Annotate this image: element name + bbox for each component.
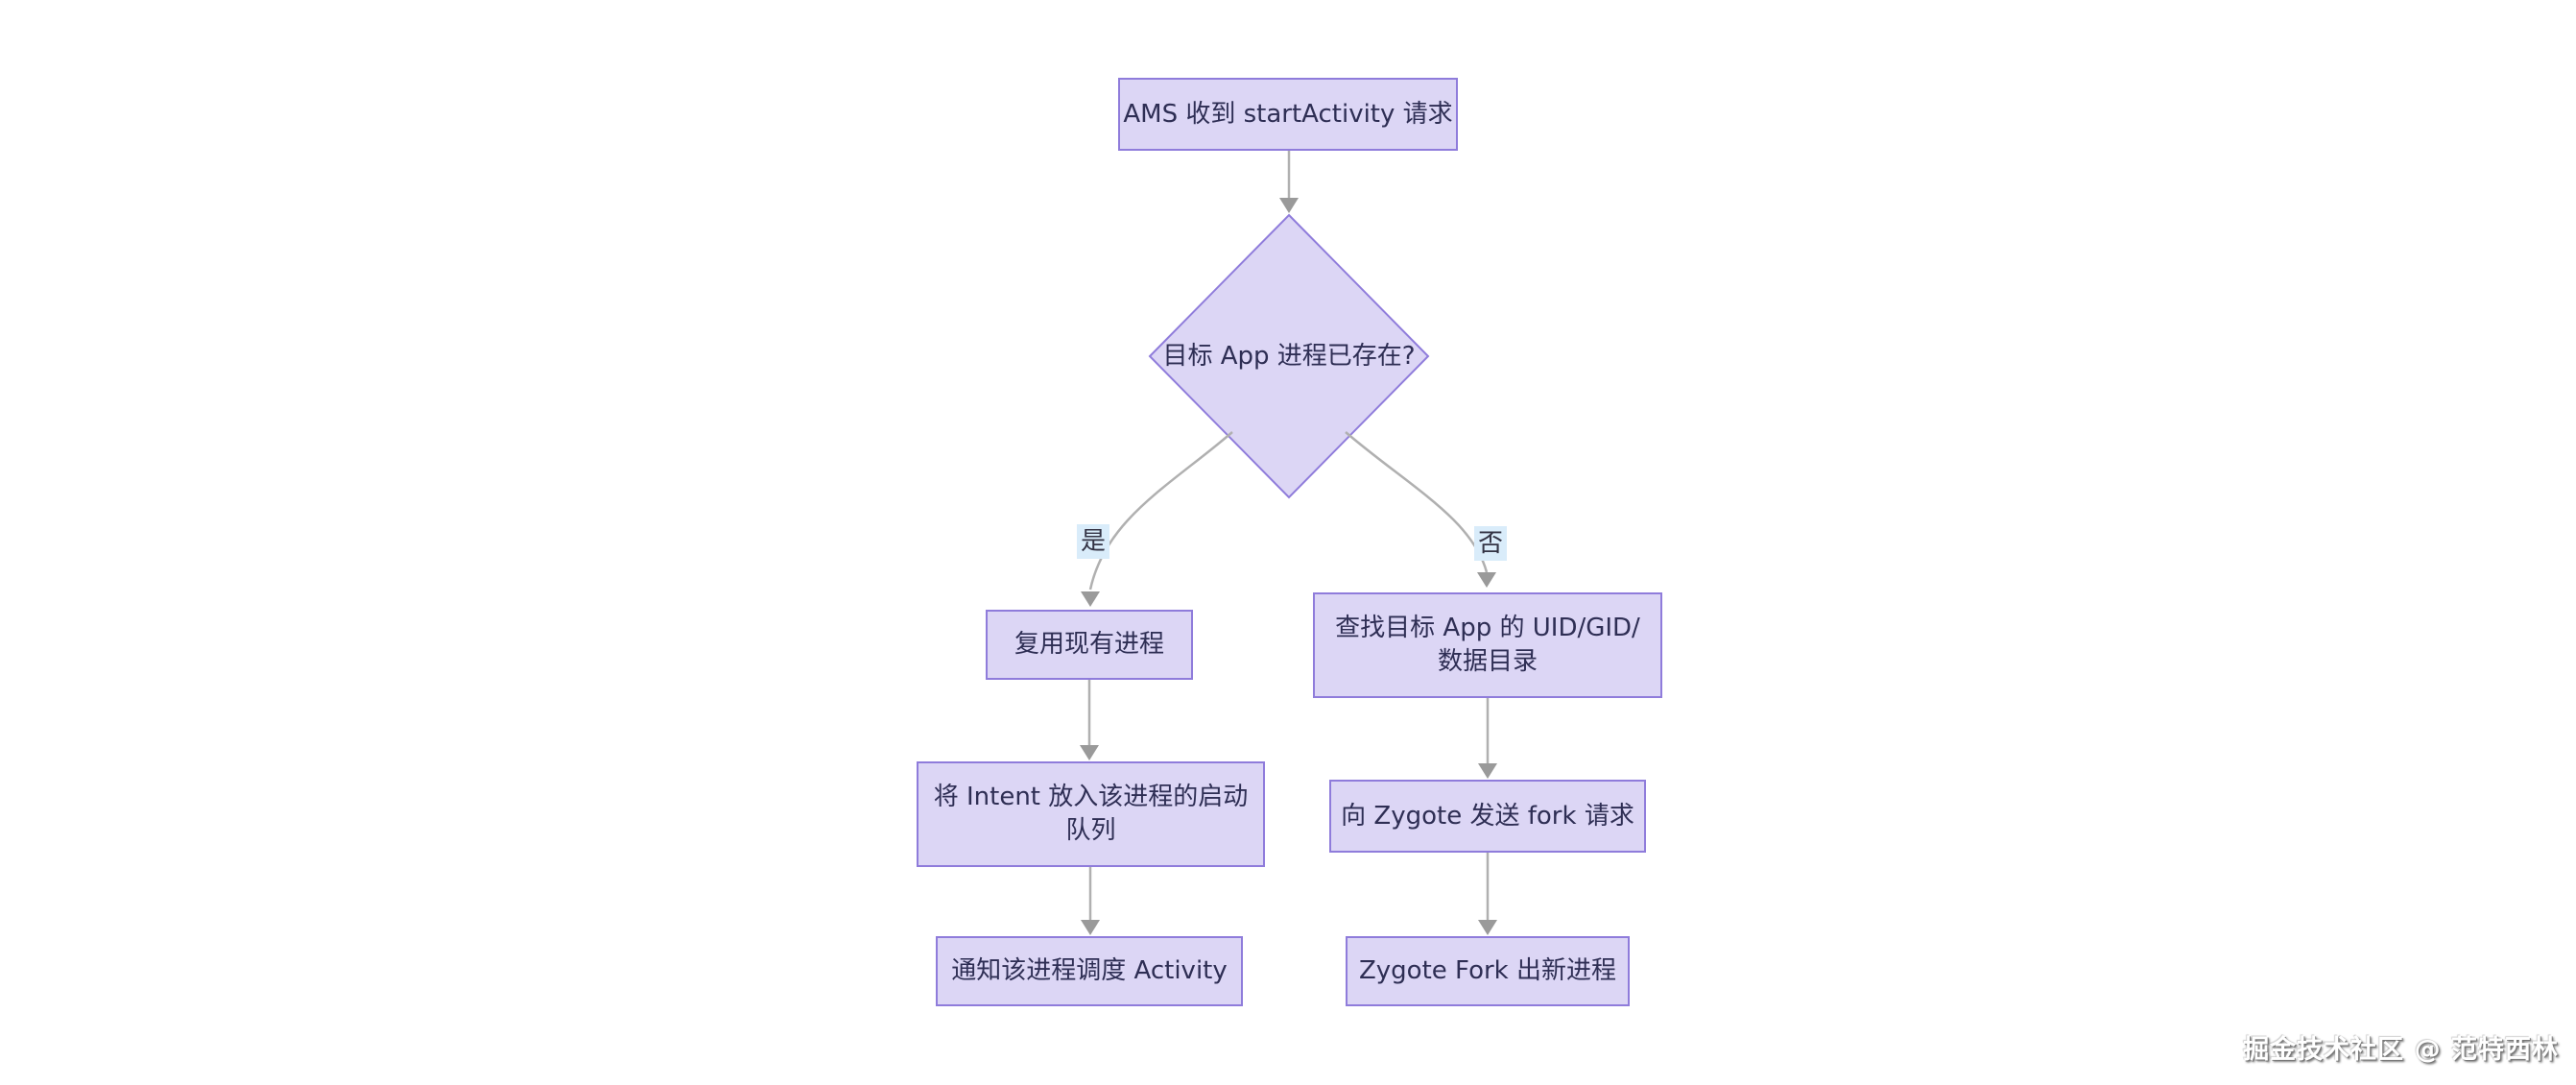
arrowhead-lookup-to-fork-request: [1478, 763, 1497, 779]
arrowhead-decision-to-lookup: [1477, 572, 1496, 588]
arrowhead-start-to-decision: [1279, 198, 1299, 213]
node-enqueue: 将 Intent 放入该进程的启动 队列: [917, 761, 1265, 867]
node-decision: 目标 App 进程已存在?: [1150, 323, 1428, 390]
node-new-process-label: Zygote Fork 出新进程: [1358, 956, 1616, 985]
edge-label-yes-text: 是: [1081, 527, 1107, 556]
node-decision-label: 目标 App 进程已存在?: [1162, 341, 1416, 371]
arrowhead-fork-request-to-new-process: [1478, 920, 1497, 935]
node-new-process: Zygote Fork 出新进程: [1346, 936, 1630, 1006]
edge-label-no: 否: [1474, 526, 1508, 561]
edge-decision-to-lookup: [1345, 431, 1489, 573]
node-notify-label: 通知该进程调度 Activity: [951, 956, 1228, 985]
node-enqueue-line2: 队列: [1065, 816, 1116, 845]
arrowhead-decision-to-reuse: [1081, 591, 1100, 607]
node-enqueue-line1: 将 Intent 放入该进程的启动: [933, 783, 1249, 811]
node-lookup-line1: 查找目标 App 的 UID/GID/: [1335, 614, 1640, 642]
edge-label-no-text: 否: [1478, 529, 1504, 558]
arrowhead-enqueue-to-notify: [1081, 920, 1100, 935]
node-reuse-label: 复用现有进程: [1014, 630, 1164, 659]
arrowhead-reuse-to-enqueue: [1080, 745, 1099, 760]
node-notify: 通知该进程调度 Activity: [936, 936, 1243, 1006]
edge-decision-to-reuse: [1088, 431, 1233, 591]
watermark-text: 掘金技术社区 @ 范特西林: [2243, 1035, 2559, 1065]
node-reuse: 复用现有进程: [986, 610, 1193, 680]
node-start-label: AMS 收到 startActivity 请求: [1123, 99, 1453, 129]
node-lookup: 查找目标 App 的 UID/GID/ 数据目录: [1313, 592, 1662, 698]
node-lookup-line2: 数据目录: [1437, 647, 1538, 676]
watermark: 掘金技术社区 @ 范特西林: [2243, 1028, 2559, 1066]
node-fork-request-label: 向 Zygote 发送 fork 请求: [1341, 801, 1634, 831]
node-start: AMS 收到 startActivity 请求: [1118, 78, 1458, 151]
edge-label-yes: 是: [1077, 524, 1110, 559]
decision-diamond-shape: [1148, 213, 1430, 499]
node-fork-request: 向 Zygote 发送 fork 请求: [1329, 780, 1646, 853]
